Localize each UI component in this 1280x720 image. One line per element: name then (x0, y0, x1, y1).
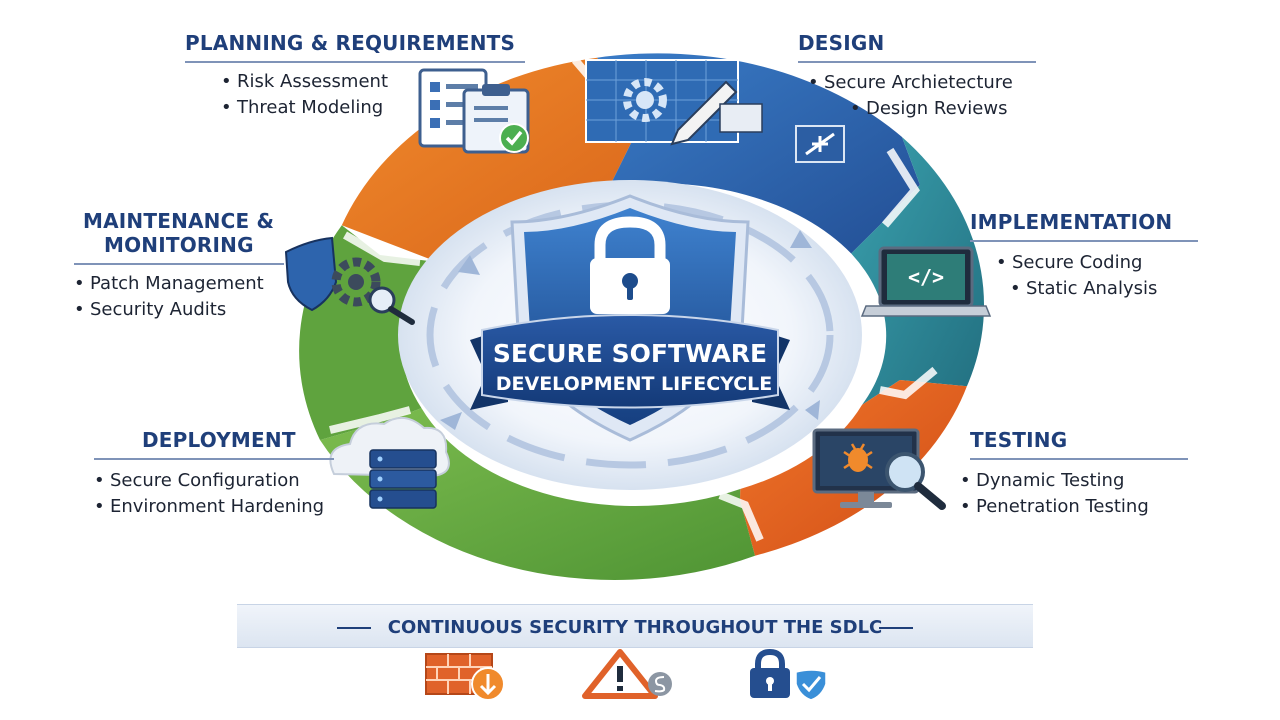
list-item: •Security Audits (74, 298, 227, 320)
list-item: •Dynamic Testing (960, 469, 1125, 491)
phase-deployment: DEPLOYMENT •Secure Configuration •Enviro… (94, 428, 334, 520)
list-item: •Environment Hardening (94, 495, 325, 517)
divider (185, 61, 525, 63)
phase-planning: PLANNING & REQUIREMENTS •Risk Assessment… (185, 31, 525, 121)
laptop-code-icon: </> (860, 246, 992, 317)
padlock-check-icon (750, 648, 827, 701)
phase-implementation: IMPLEMENTATION •Secure Coding •Static An… (970, 210, 1198, 302)
gear-blueprint-icon (585, 59, 845, 163)
shield-gear-icon (284, 236, 415, 325)
banner-dash-right (879, 627, 913, 629)
list-item: •Design Reviews (850, 97, 1008, 119)
list-item: •Risk Assessment (221, 70, 389, 92)
ring-segment-planning (341, 57, 645, 263)
center-ribbon (470, 314, 790, 410)
banner-dash-left (337, 627, 371, 629)
banner-text: CONTINUOUS SECURITY THROUGHOUT THE SDLC (387, 617, 883, 638)
continuous-security-banner: CONTINUOUS SECURITY THROUGHOUT THE SDLC (237, 604, 1033, 648)
phase-title-design: DESIGN (798, 31, 885, 55)
list-item: •Patch Management (74, 272, 264, 294)
divider (74, 263, 284, 265)
checklist-icon (418, 68, 530, 154)
bug-monitor-icon (812, 428, 946, 510)
phase-design: DESIGN •Secure Archietecture •Design Rev… (798, 31, 1036, 122)
list-item: •Static Analysis (1010, 277, 1158, 299)
phase-maintenance: MAINTENANCE & MONITORING •Patch Manageme… (74, 209, 284, 323)
list-item: •Threat Modeling (221, 96, 384, 118)
phase-testing: TESTING •Dynamic Testing •Penetration Te… (960, 428, 1188, 520)
center-title-line2: DEVELOPMENT LIFECYCLE (496, 373, 773, 395)
center-title-line1: SECURE SOFTWARE (493, 339, 767, 368)
list-item: •Penetration Testing (960, 495, 1149, 517)
phase-title-maintenance-line1: MAINTENANCE & (83, 209, 275, 233)
phase-title-implementation: IMPLEMENTATION (970, 210, 1173, 234)
cloud-server-icon (329, 417, 450, 509)
phase-title-planning: PLANNING & REQUIREMENTS (185, 31, 516, 55)
code-icon-text: </> (908, 265, 944, 289)
warning-icon (582, 649, 672, 699)
phase-title-deployment: DEPLOYMENT (142, 428, 296, 452)
phase-title-maintenance-line2: MONITORING (104, 233, 254, 257)
firewall-icon (425, 653, 505, 701)
divider (970, 240, 1198, 242)
divider (798, 61, 1036, 63)
list-item: •Secure Configuration (94, 469, 300, 491)
lifecycle-ring (299, 53, 985, 580)
list-item: •Secure Coding (996, 251, 1143, 273)
list-item: •Secure Archietecture (808, 71, 1013, 93)
divider (94, 458, 334, 460)
phase-title-testing: TESTING (970, 428, 1068, 452)
divider (970, 458, 1188, 460)
